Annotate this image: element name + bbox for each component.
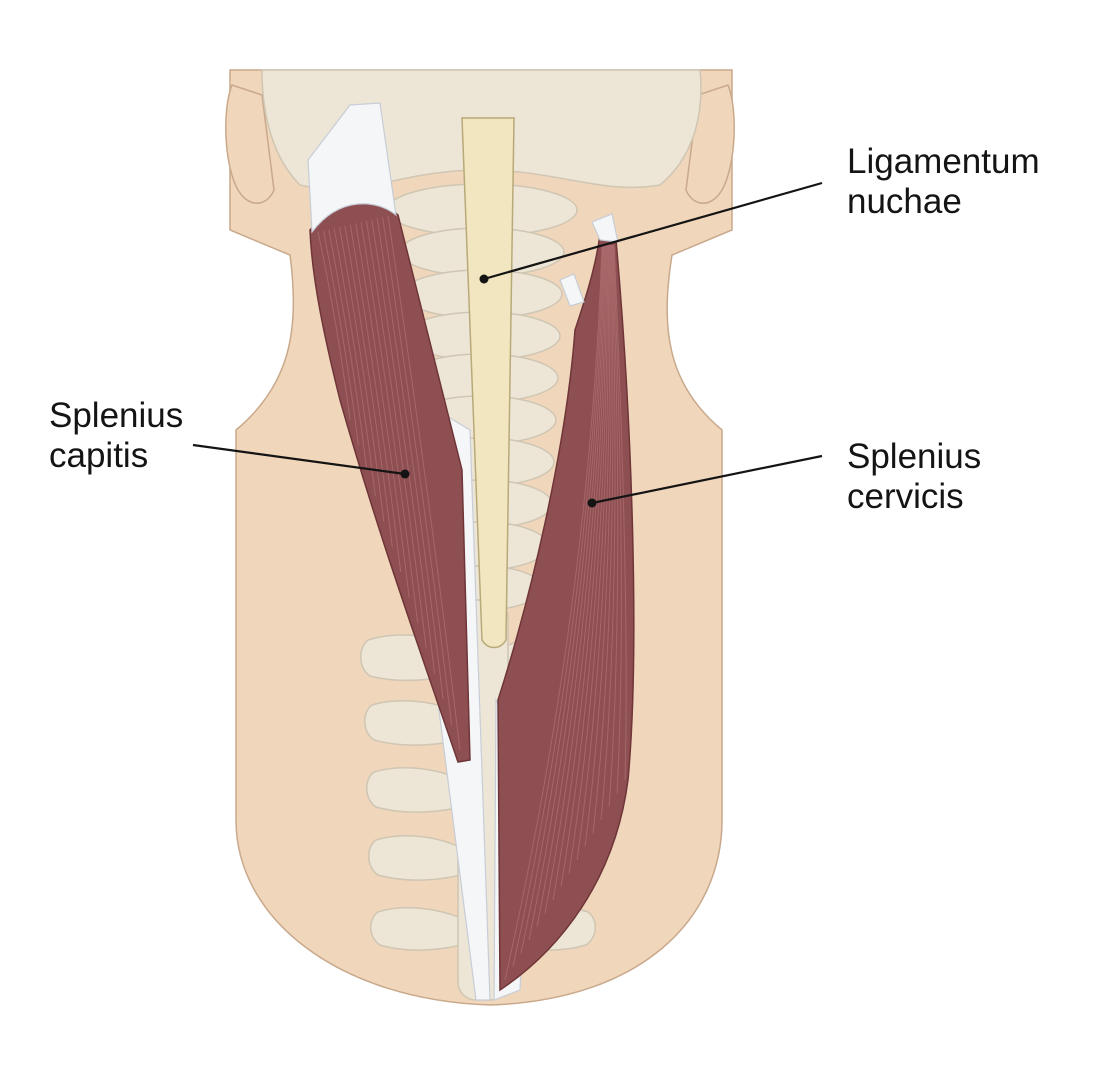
splenius-capitis-tendon — [307, 102, 397, 234]
leader-splenius-capitis — [192, 443, 406, 476]
label-ligamentum-nuchae: Ligamentum nuchae — [847, 142, 1040, 222]
splenius-cervicis-fibers — [504, 244, 627, 981]
label-splenius-capitis-line2: capitis — [49, 436, 149, 475]
leader-splenius-cervicis — [591, 454, 823, 505]
ligamentum-nuchae — [461, 117, 515, 649]
leader-dot-splenius-cervicis — [587, 498, 597, 508]
label-splenius-cervicis: Splenius cervicis — [847, 437, 981, 517]
leader-ligamentum-nuchae — [483, 181, 823, 281]
leader-dot-splenius-capitis — [400, 469, 410, 479]
splenius-cervicis-muscle — [497, 234, 635, 992]
splenius-capitis-fibers — [317, 215, 461, 751]
label-splenius-cervicis-line2: cervicis — [847, 477, 964, 516]
label-splenius-cervicis-line1: Splenius — [847, 437, 982, 476]
label-ligamentum-nuchae-line2: nuchae — [847, 182, 962, 221]
splenius-cervicis-slip — [559, 273, 585, 307]
label-splenius-capitis: Splenius capitis — [49, 396, 183, 476]
leader-dot-ligamentum-nuchae — [479, 274, 489, 284]
left-ear — [225, 84, 275, 204]
label-ligamentum-nuchae-line1: Ligamentum — [847, 142, 1040, 181]
label-splenius-capitis-line1: Splenius — [49, 396, 184, 435]
